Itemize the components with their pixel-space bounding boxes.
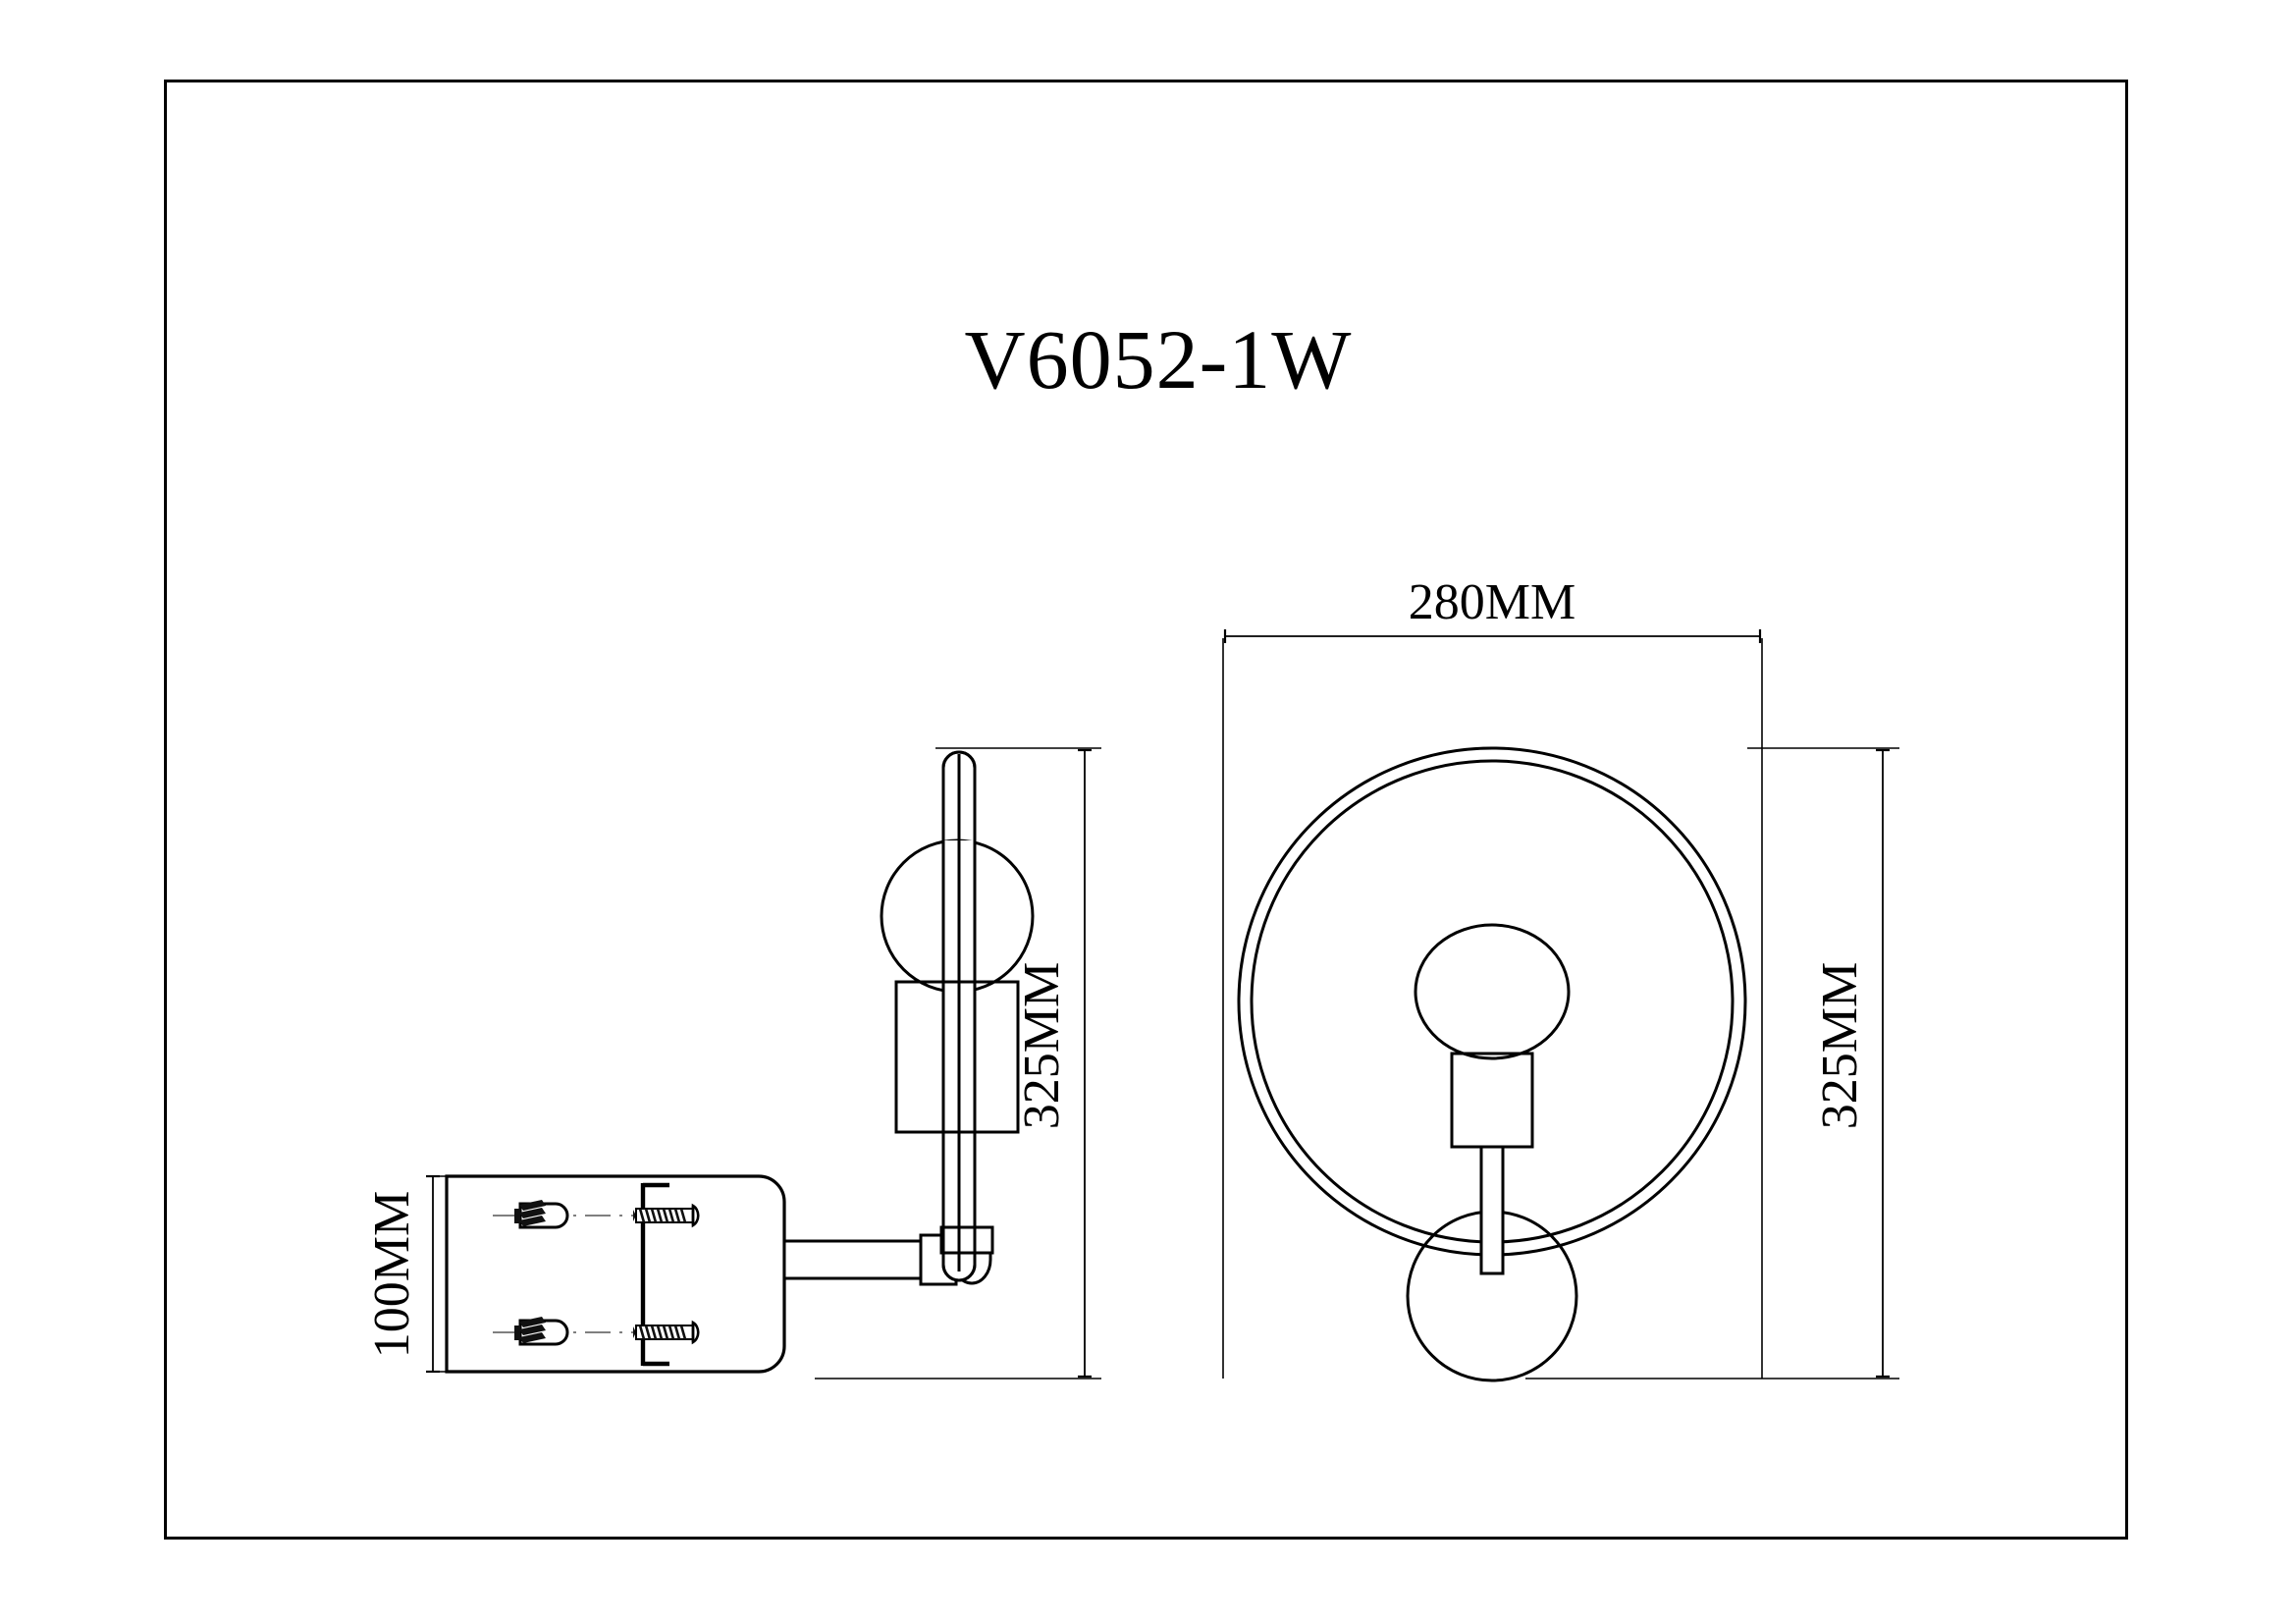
anchor-screw-assembly-top xyxy=(493,1200,700,1229)
wall-anchor xyxy=(514,1200,569,1229)
depth-dimension-label: 100MM xyxy=(364,1191,420,1358)
mounting-screw xyxy=(633,1203,700,1228)
wall-anchor xyxy=(514,1317,569,1346)
support-arm xyxy=(782,1233,958,1286)
wall-backplate xyxy=(445,1174,786,1374)
light-bulb-front xyxy=(1414,923,1571,1060)
mounting-screw xyxy=(633,1320,700,1345)
front-height-extension-lines xyxy=(1525,747,1899,1380)
stem-rod xyxy=(1479,1142,1505,1275)
front-elevation-view: 280MM 325MM xyxy=(1222,574,1899,1382)
side-height-dimension-label: 325MM xyxy=(1014,962,1070,1129)
page-title: V6052-1W xyxy=(965,312,1353,406)
side-dim-extension-lines xyxy=(815,747,1101,1380)
width-dimension-label: 280MM xyxy=(1409,574,1575,630)
ring-edge-outline-redraw xyxy=(941,750,977,1282)
side-elevation-view: 325MM 100MM xyxy=(364,747,1101,1380)
anchor-screw-assembly-bottom xyxy=(493,1317,700,1346)
front-height-dimension-label: 325MM xyxy=(1812,962,1868,1129)
lamp-socket-front xyxy=(1450,1052,1534,1149)
drawing-border xyxy=(164,80,2128,1540)
width-dim-extension-lines xyxy=(1222,638,1763,1379)
ring-collar xyxy=(939,1225,994,1255)
